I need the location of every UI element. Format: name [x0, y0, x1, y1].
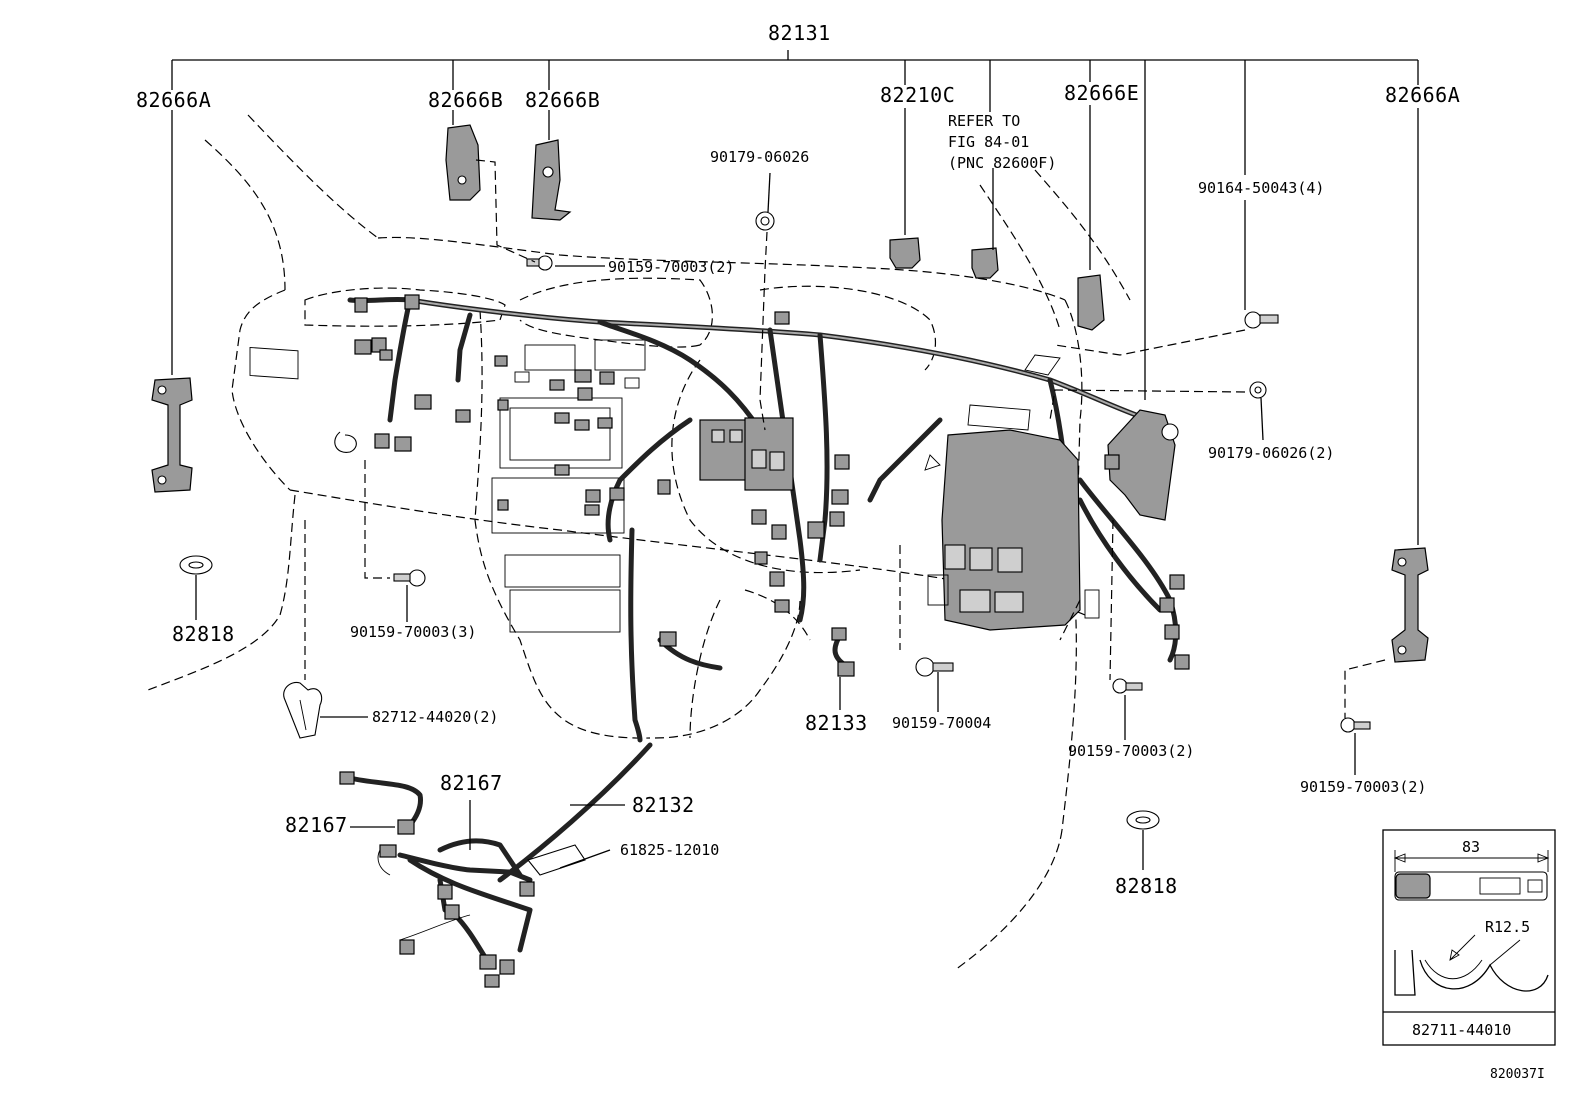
label-90159-70004: 90159-70004	[892, 714, 991, 732]
panel-details	[249, 339, 1061, 633]
label-refer-line2: FIG 84-01	[948, 133, 1029, 151]
label-61825-12010: 61825-12010	[620, 841, 719, 859]
part-labels: 82131 82666A 82666B 82666B 82210C REFER …	[136, 21, 1545, 1082]
label-refer-line3: (PNC 82600F)	[948, 154, 1056, 172]
label-82132: 82132	[632, 793, 695, 817]
label-82666B-2: 82666B	[525, 88, 600, 112]
label-82167-left: 82167	[285, 813, 348, 837]
sub-harnesses	[339, 627, 855, 988]
label-screw-far-right: 90159-70003(2)	[1300, 778, 1426, 796]
label-inset-dim: 83	[1462, 838, 1480, 856]
label-82210C: 82210C	[880, 83, 955, 107]
instrument-panel-outline	[147, 114, 1131, 971]
label-screw-right-lower: 90159-70003(2)	[1068, 742, 1194, 760]
label-82666E: 82666E	[1064, 81, 1139, 105]
figure-id: 820037I	[1490, 1067, 1545, 1082]
label-inset-part: 82711-44010	[1412, 1021, 1511, 1039]
label-screw-top-center: 90159-70003(2)	[608, 258, 734, 276]
label-inset-radius: R12.5	[1485, 918, 1530, 936]
label-82666A-right: 82666A	[1385, 83, 1460, 107]
label-nut-top: 90179-06026	[710, 148, 809, 166]
dashed-leaders	[304, 159, 1386, 718]
label-82133: 82133	[805, 711, 868, 735]
label-nut-right: 90179-06026(2)	[1208, 444, 1334, 462]
label-refer-line1: REFER TO	[948, 112, 1020, 130]
label-82818-left: 82818	[172, 622, 235, 646]
label-82131: 82131	[768, 21, 831, 45]
harness-connectors	[354, 294, 1190, 670]
label-screw-left: 90159-70003(3)	[350, 623, 476, 641]
label-clamp-left: 82712-44020(2)	[372, 708, 498, 726]
label-bolt-upper-right: 90164-50043(4)	[1198, 179, 1324, 197]
assembly-leader-lines	[171, 50, 1419, 545]
label-82666A-left: 82666A	[136, 88, 211, 112]
brackets	[151, 124, 1429, 663]
label-82167-upper: 82167	[440, 771, 503, 795]
label-82666B-1: 82666B	[428, 88, 503, 112]
label-82818-right: 82818	[1115, 874, 1178, 898]
fasteners	[179, 211, 1371, 830]
solid-leaders	[195, 168, 1356, 870]
inset-clamp-detail	[1382, 829, 1556, 1046]
